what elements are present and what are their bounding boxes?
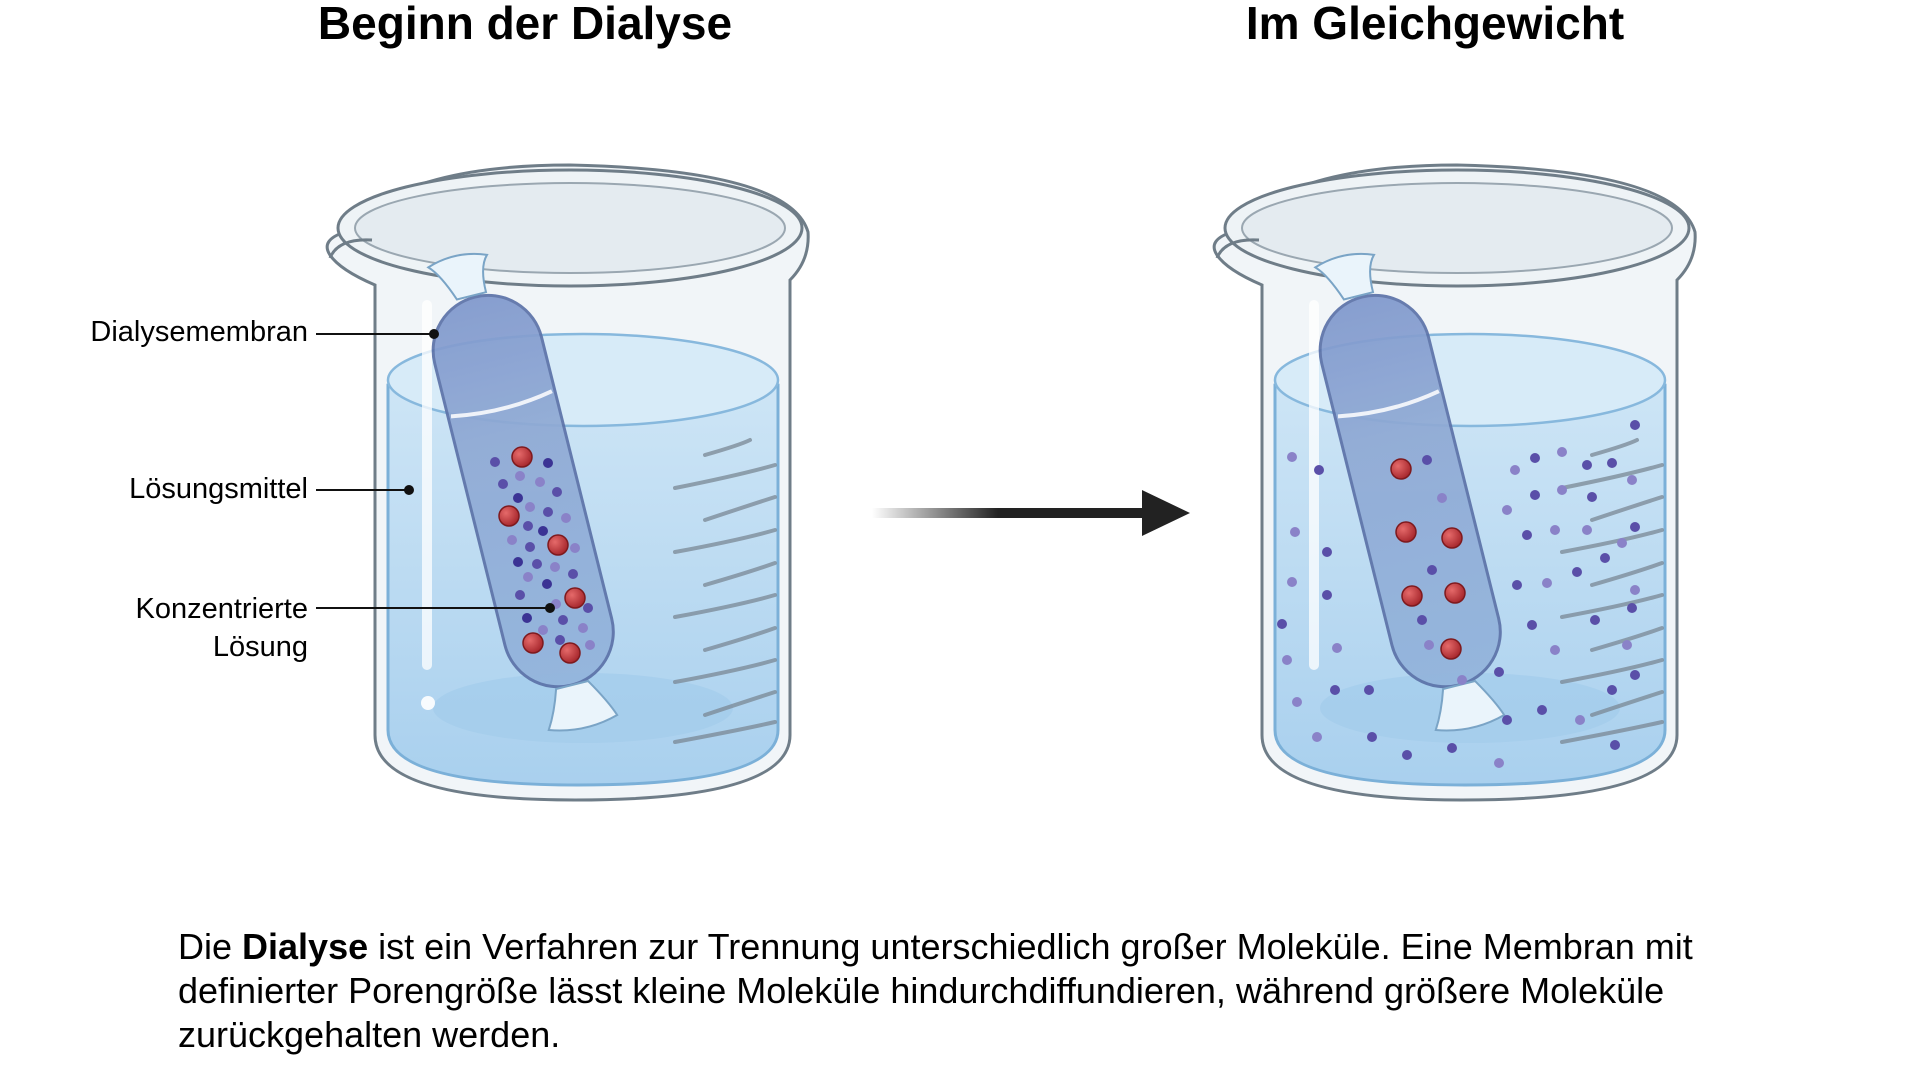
caption-text: ist ein Verfahren zur Trennung unterschi… [178,926,1693,1055]
label-solvent: Lösungsmittel [129,473,308,505]
title-equilibrium: Im Gleichgewicht [1245,0,1625,49]
title-begin-dialysis: Beginn der Dialyse [317,0,733,49]
label-concentrated-line2: Lösung [212,631,308,663]
label-dialysis-membrane: Dialysemembran [90,316,308,348]
large-molecules-right [1390,458,1466,660]
process-arrow [872,490,1190,536]
caption: Die Dialyse ist ein Verfahren zur Trennu… [178,925,1778,1057]
caption-prefix: Die [178,926,243,967]
small-molecules-right [1277,420,1640,768]
beaker-right [1212,163,1697,802]
large-molecules-left [498,446,586,664]
leader-lines [316,329,555,613]
small-molecules-left [490,457,595,650]
caption-bold-term: Dialyse [242,926,369,967]
label-concentrated-solution: Konzentrierte Lösung [8,590,309,666]
beaker-left [325,163,810,802]
label-concentrated-line1: Konzentrierte [135,593,309,625]
